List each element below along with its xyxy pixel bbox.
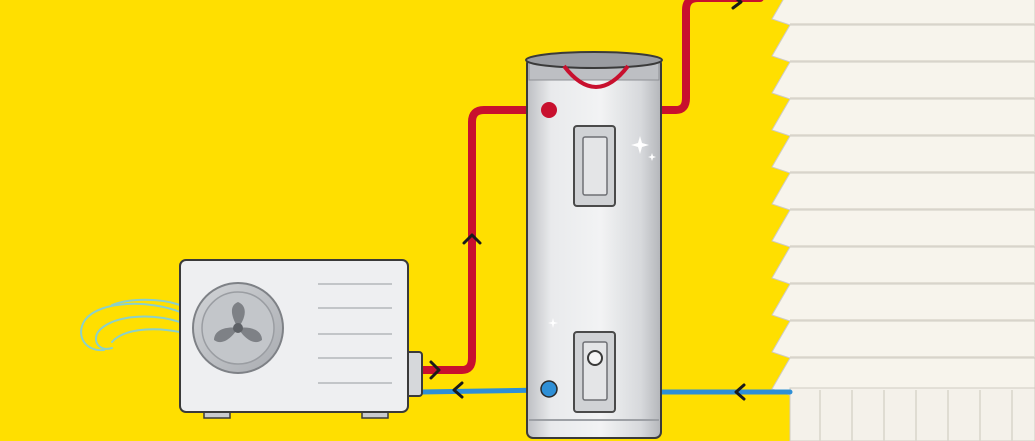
cold-inlet-port [540, 380, 558, 398]
house-foundation [789, 387, 1035, 441]
chevron-arrow-icon [462, 233, 482, 245]
chevron-arrow-icon [731, 0, 743, 10]
tank-access-panel-bottom [573, 331, 616, 413]
siding-board [771, 209, 1035, 248]
house-wall [771, 0, 1035, 441]
fan-icon [192, 282, 284, 374]
siding-board [771, 283, 1035, 322]
flow-arrows [429, 0, 746, 401]
vent-grille [318, 283, 392, 384]
chevron-arrow-icon [734, 383, 746, 401]
chevron-arrow-icon [429, 360, 441, 380]
siding-board [771, 0, 1035, 26]
house-siding [771, 0, 1035, 396]
tank-heating-coil [562, 64, 630, 89]
hot-water-tank [525, 51, 663, 439]
pipes [416, 0, 793, 395]
siding-board [771, 98, 1035, 137]
tank-access-panel-top [573, 125, 616, 207]
hot-water-pipe-outlet [654, 0, 764, 114]
siding-board [771, 172, 1035, 211]
sparkle-icon [548, 136, 656, 328]
thermostat-dial-icon [587, 350, 603, 366]
siding-board [771, 61, 1035, 100]
hot-outlet-port [541, 102, 557, 118]
siding-board [771, 135, 1035, 174]
chevron-arrow-icon [452, 381, 464, 399]
cold-water-pipe-return [417, 387, 549, 395]
siding-board [771, 24, 1035, 63]
siding-board [771, 246, 1035, 285]
hot-water-pipe-inlet [416, 106, 552, 374]
air-flow-icon [80, 298, 181, 352]
heat-pump-unit [80, 259, 423, 419]
siding-board [771, 320, 1035, 359]
